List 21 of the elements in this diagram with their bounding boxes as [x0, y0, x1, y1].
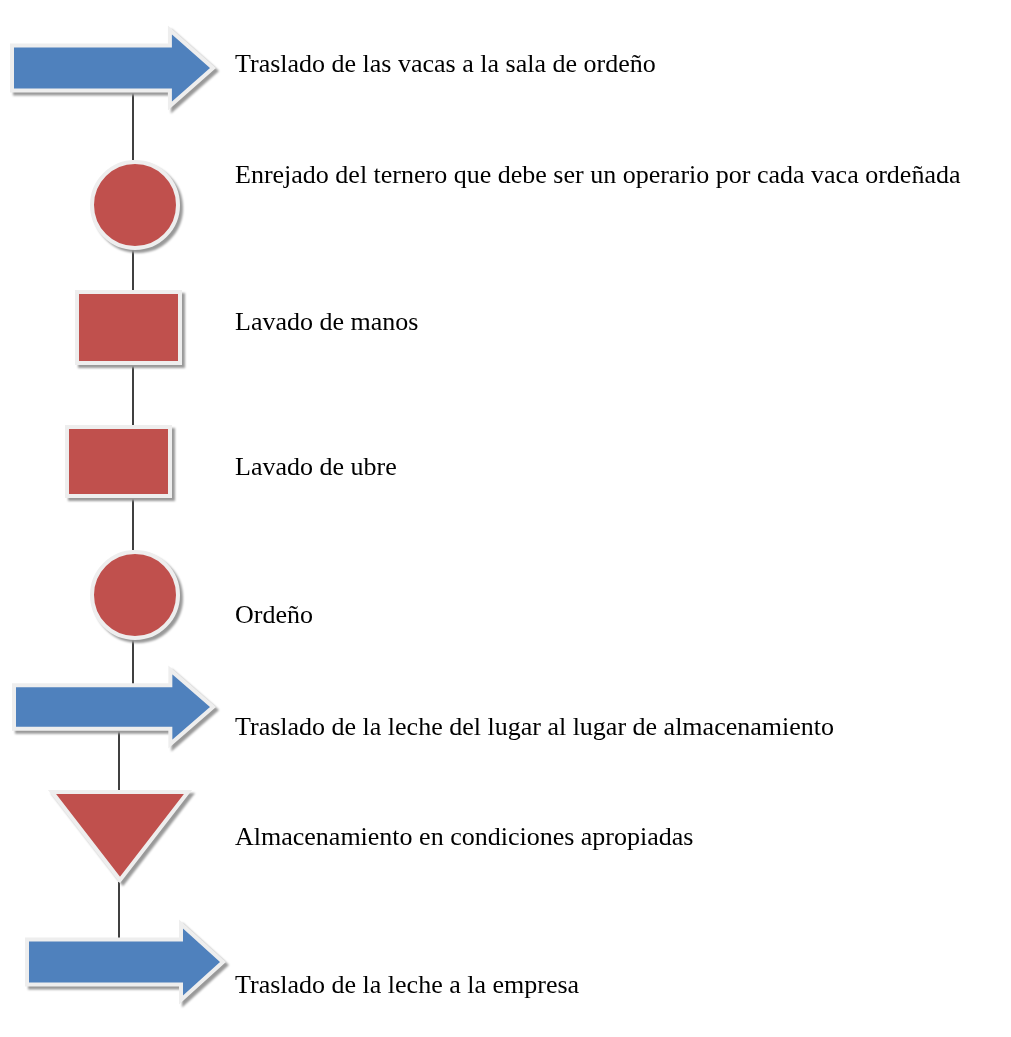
connector-line — [132, 249, 134, 291]
operation-circle — [90, 160, 180, 250]
step-description: Lavado de manos — [235, 306, 420, 338]
connector-line — [132, 364, 134, 426]
connector-line — [132, 639, 134, 686]
connector-line — [118, 728, 120, 791]
step-description: Traslado de las vacas a la sala de ordeño — [235, 48, 657, 80]
operation-circle — [90, 550, 180, 640]
connector-line — [132, 497, 134, 551]
step-description: Lavado de ubre — [235, 451, 398, 483]
transport-arrow — [10, 28, 215, 108]
transport-arrow — [12, 668, 215, 746]
step-description: Traslado de la leche del lugar al lugar de almacenamiento — [235, 711, 835, 743]
inspection-box — [75, 290, 182, 365]
storage-triangle — [50, 790, 190, 882]
step-description: Ordeño — [235, 599, 314, 631]
step-description: Almacenamiento en condiciones apropiadas — [235, 821, 695, 853]
transport-arrow — [25, 922, 225, 1002]
inspection-box — [65, 425, 172, 498]
step-description: Enrejado del ternero que debe ser un operario por cada vaca ordeñada — [235, 159, 962, 191]
step-description: Traslado de la leche a la empresa — [235, 969, 581, 1001]
